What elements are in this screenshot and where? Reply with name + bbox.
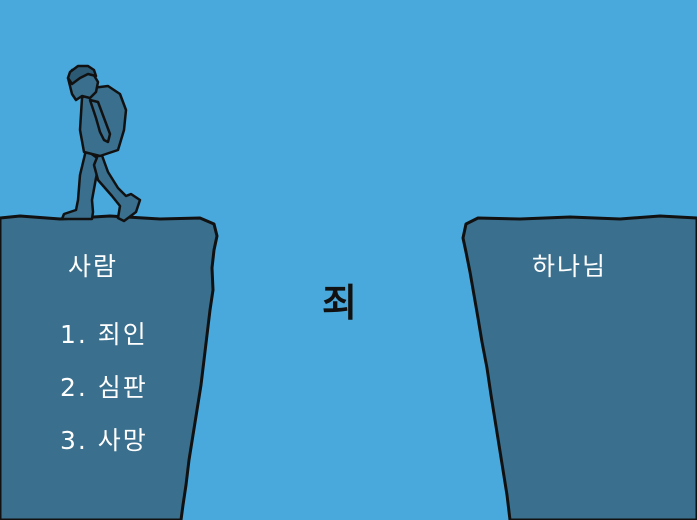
left-cliff-item-2: 2. 심판 xyxy=(60,373,148,402)
right-cliff xyxy=(461,214,697,520)
gap-label: 죄 xyxy=(322,281,357,325)
right-cliff-title: 하나님 xyxy=(532,252,608,281)
left-cliff-item-1: 1. 죄인 xyxy=(60,320,148,349)
walking-person-figure xyxy=(60,64,142,223)
left-cliff-title: 사람 xyxy=(68,252,119,281)
left-cliff-item-3: 3. 사망 xyxy=(60,426,148,455)
left-cliff xyxy=(0,214,219,520)
